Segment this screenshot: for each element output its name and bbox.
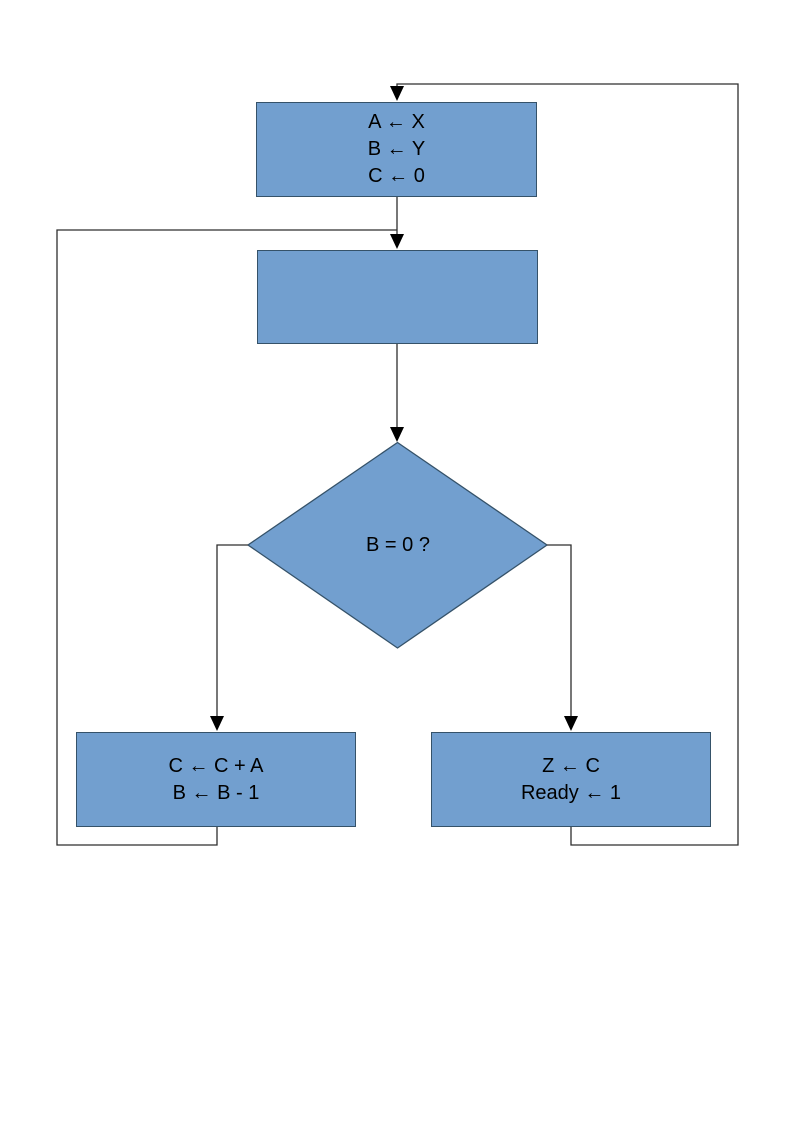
node-done-line: Ready ← 1	[520, 781, 622, 804]
node-decision-label: B = 0 ?	[366, 534, 430, 556]
arrowhead-into-done	[564, 716, 578, 731]
node-init-line: A ← X	[368, 111, 425, 133]
node-init-line: C ← 0	[368, 165, 425, 187]
edge-decision-to-loopbody	[216, 544, 248, 729]
node-loop-body: C ← C + A B ← B - 1	[76, 732, 356, 827]
node-empty-process	[257, 250, 538, 344]
edge-decision-to-done	[547, 544, 572, 729]
node-done: Z ← C Ready ← 1	[431, 732, 711, 827]
node-init: A ← X B ← Y C ← 0	[256, 102, 537, 197]
decision-diamond-shape	[246, 441, 549, 649]
arrowhead-into-init	[390, 86, 404, 101]
node-loop-body-line: C ← C + A	[168, 754, 264, 777]
edge-done-right-loop	[396, 83, 739, 846]
node-init-line: B ← Y	[367, 138, 426, 160]
arrowhead-into-loopbody	[210, 716, 224, 731]
arrowhead-into-empty	[390, 234, 404, 249]
arrowhead-into-decision	[390, 427, 404, 442]
node-done-line: Z ← C	[542, 754, 600, 777]
node-loop-body-line: B ← B - 1	[172, 781, 260, 804]
edge-loopbody-left-loop	[56, 229, 397, 846]
